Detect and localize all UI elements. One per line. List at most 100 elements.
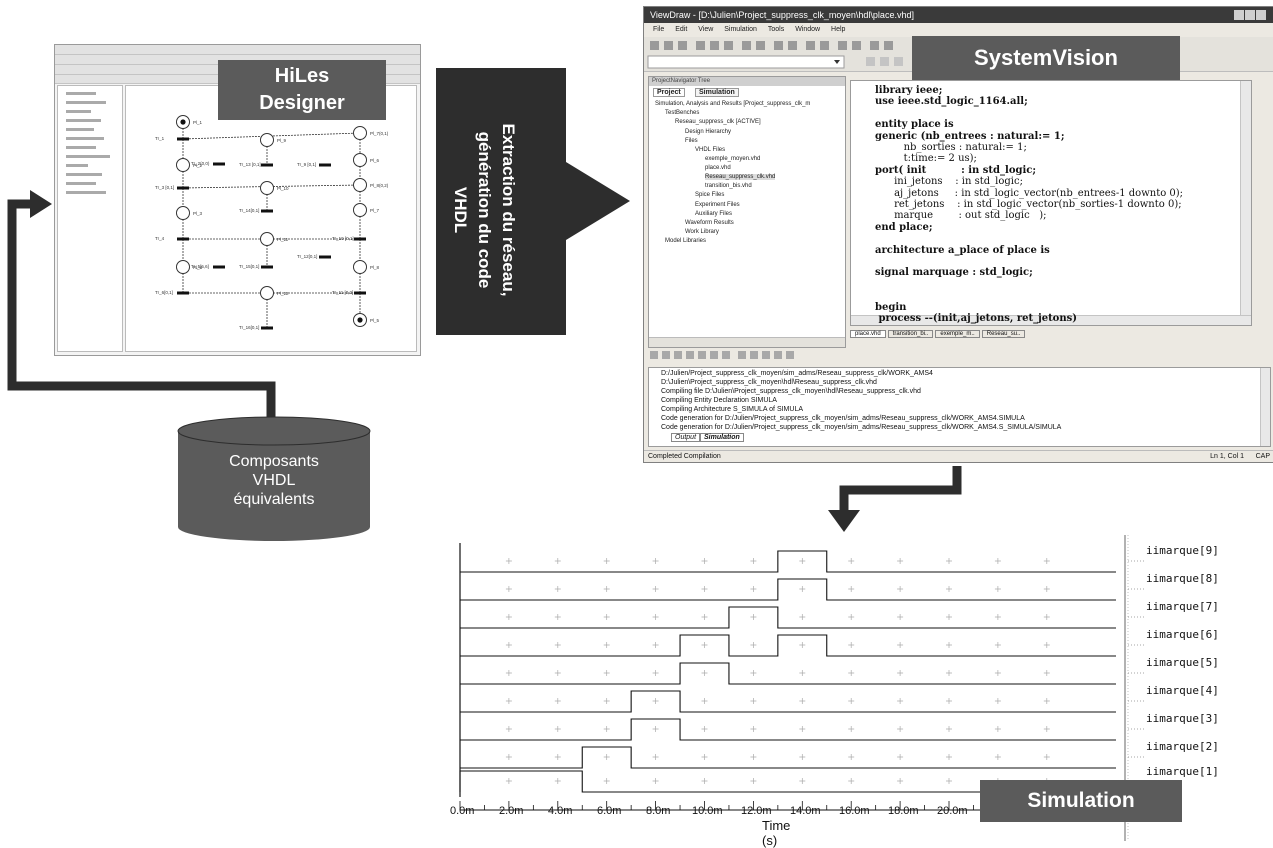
petri-place (176, 260, 190, 274)
grid-marker (946, 614, 952, 620)
menu-file[interactable]: File (653, 26, 665, 33)
status-text: Completed Compilation (648, 453, 721, 460)
signal-label: iimarque[1] (1146, 765, 1219, 778)
grid-marker (701, 670, 708, 676)
menu-tools[interactable]: Tools (767, 26, 785, 33)
petri-transition (261, 326, 273, 330)
menu-help[interactable]: Help (831, 26, 846, 33)
tree-item[interactable]: TestBenches (665, 110, 700, 116)
feedback-arrow (7, 190, 276, 430)
petri-transition-label: Tr_2(0,0) (191, 161, 210, 166)
menu-simulation[interactable]: Simulation (724, 26, 757, 33)
arrow-text-line1: Extraction du réseau, (499, 123, 518, 297)
tree-item[interactable]: transition_bis.vhd (705, 183, 752, 189)
signal-trace (460, 662, 1116, 685)
grid-marker (994, 586, 1001, 592)
tab-simulation-output[interactable]: Simulation (700, 433, 744, 442)
hiles-tree-panel (57, 85, 123, 352)
maximize-icon[interactable] (1245, 10, 1255, 20)
petri-place-label: Pl_4 (193, 265, 203, 270)
tree-item[interactable]: Work Library (685, 229, 719, 235)
window-controls[interactable] (1234, 9, 1270, 21)
petri-transition-label: Tr_6[0,1] (155, 290, 173, 295)
tick-label: 4.0m (548, 805, 573, 817)
tab-simulation[interactable]: Simulation (695, 88, 739, 97)
grid-marker (701, 778, 708, 784)
output-scrollbar[interactable] (1260, 368, 1270, 446)
grid-marker (652, 642, 659, 648)
tree-item[interactable]: Simulation, Analysis and Results [Projec… (655, 101, 811, 107)
tab-project[interactable]: Project (653, 88, 685, 97)
nav-scrollbar[interactable] (649, 337, 845, 347)
grid-marker (946, 778, 952, 784)
tree-item[interactable]: VHDL Files (695, 147, 726, 153)
tick-label: 20.0m (937, 805, 968, 817)
lower-toolbar[interactable] (644, 348, 944, 364)
close-icon[interactable] (1256, 10, 1266, 20)
petri-transition (177, 291, 189, 295)
code-line: aj_jetons : in std_logic_vector(nb_entre… (875, 187, 1184, 199)
tree-item[interactable]: Model Libraries (665, 238, 707, 244)
grid-marker (1043, 558, 1050, 564)
petri-transition-label: Tr_11 [0,2] (332, 290, 353, 295)
petri-place-label: Pl_5 (370, 318, 380, 323)
signal-trace (460, 746, 1116, 769)
output-line: Code generation for D:/Julien/Project_su… (661, 424, 1062, 431)
grid-marker (799, 586, 806, 592)
tree-item[interactable]: Reseau_suppress_clk [ACTIVE] (675, 119, 761, 125)
petri-transition-label: Tr_16[0,1] (239, 325, 259, 330)
grid-marker (701, 642, 708, 648)
code-line: nb_sorties : natural:= 1; (875, 142, 1027, 153)
signal-trace (460, 550, 1116, 573)
file-tab[interactable]: place.vhd (850, 330, 886, 338)
database-cylinder-icon (177, 416, 371, 541)
code-editor[interactable]: library ieee;use ieee.std_logic_1164.all… (850, 80, 1252, 326)
menu-view[interactable]: View (698, 26, 714, 33)
grid-marker (701, 614, 708, 620)
tree-item[interactable]: Spice Files (695, 192, 725, 198)
grid-marker (603, 754, 610, 760)
tree-item[interactable]: place.vhd (705, 165, 731, 171)
editor-scrollbar[interactable] (1240, 81, 1251, 325)
code-line: library ieee; (875, 85, 943, 96)
minimize-icon[interactable] (1234, 10, 1244, 20)
tree-item[interactable]: Reseau_suppress_clk.vhd (705, 174, 776, 180)
tree-item[interactable]: Experiment Files (695, 202, 740, 208)
file-tab[interactable]: exemple_m.. (935, 330, 980, 338)
output-line: D:\Julien\Project_suppress_clk_moyen\hdl… (661, 379, 877, 386)
grid-marker (946, 698, 952, 704)
grid-marker (799, 778, 806, 784)
signal-label: iimarque[9] (1146, 544, 1219, 557)
caps-indicator: CAP (1255, 453, 1270, 460)
signal-trace (460, 718, 1116, 741)
tick-label: 0.0m (450, 805, 475, 817)
cursor-position: Ln 1, Col 1 (1210, 453, 1244, 460)
editor-hscrollbar[interactable] (851, 315, 1251, 325)
grid-marker (848, 586, 855, 592)
petri-net-canvas (125, 85, 417, 352)
grid-marker (554, 698, 561, 704)
tree-item[interactable]: Files (685, 138, 698, 144)
signal-label: iimarque[8] (1146, 572, 1219, 585)
petri-place (353, 260, 367, 274)
menu-edit[interactable]: Edit (675, 26, 688, 33)
grid-marker (554, 558, 561, 564)
file-tab[interactable]: Reseau_su.. (981, 330, 1026, 338)
tree-item[interactable]: Auxiliary Files (695, 211, 733, 217)
tree-item[interactable]: Design Hierarchy (685, 129, 732, 135)
tree-item[interactable]: Waveform Results (685, 220, 734, 226)
toolbar-icons[interactable] (644, 37, 1273, 71)
grid-marker (505, 670, 512, 676)
grid-marker (750, 642, 757, 648)
tab-output[interactable]: Output (671, 433, 701, 442)
menu-window[interactable]: Window (795, 26, 821, 33)
tree-item[interactable]: exemple_moyen.vhd (705, 156, 761, 162)
grid-marker (848, 726, 855, 732)
petri-place (260, 286, 274, 300)
hiles-designer-label: HiLes Designer (218, 60, 386, 120)
signal-label: iimarque[3] (1146, 712, 1219, 725)
petri-place (353, 203, 367, 217)
tick-label: 8.0m (646, 805, 671, 817)
file-tab[interactable]: transition_bi.. (887, 330, 934, 338)
grid-marker (750, 614, 757, 620)
